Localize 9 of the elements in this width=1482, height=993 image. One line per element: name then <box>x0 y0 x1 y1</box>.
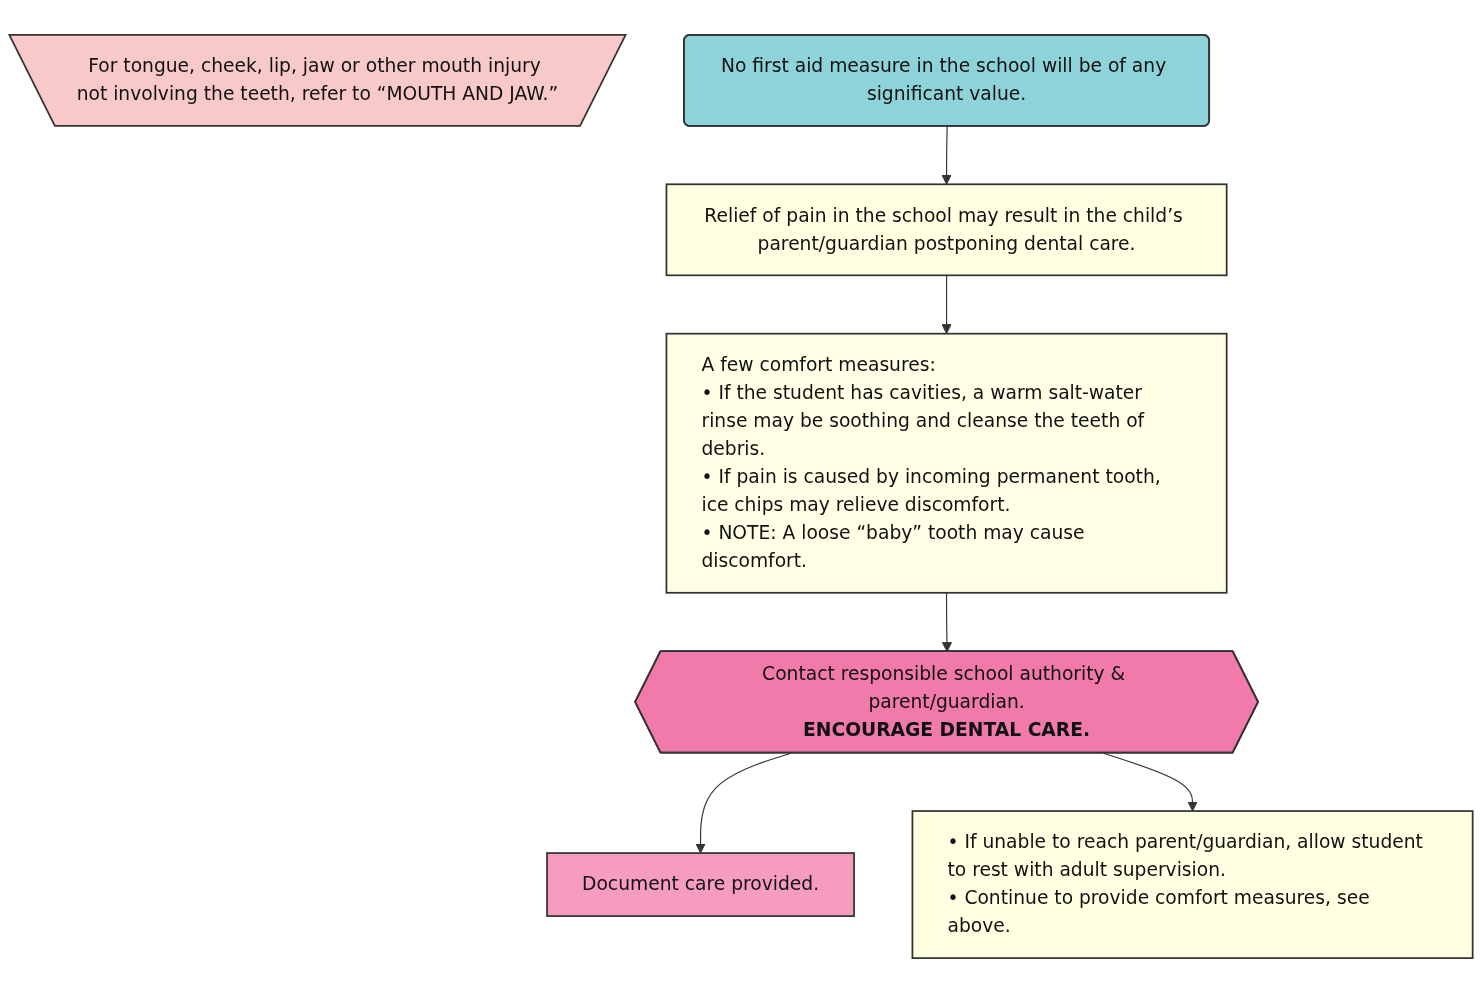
arrow <box>695 752 792 854</box>
node-box: Relief of pain in the school may result in the child’s parent/guardian postponing dental care. <box>665 183 1228 277</box>
arrow <box>941 125 952 185</box>
node-box: • If unable to reach parent/guardian, allow student to rest with adult supervision. • Continue to provide comfort measures, see above. <box>911 810 1474 959</box>
arrow <box>1102 752 1198 812</box>
node-box: A few comfort measures: • If the student has cavities, a warm salt-water rinse may be soothing and cleanse the teeth of debris. • If pain is caused by incoming permanent tooth, ice chips may relieve discomfort. • NOTE: A loose “baby” tooth may cause discomfort. <box>665 332 1228 594</box>
arrow <box>941 592 953 653</box>
node-box: Document care provided. <box>546 852 855 917</box>
arrow <box>941 274 952 335</box>
